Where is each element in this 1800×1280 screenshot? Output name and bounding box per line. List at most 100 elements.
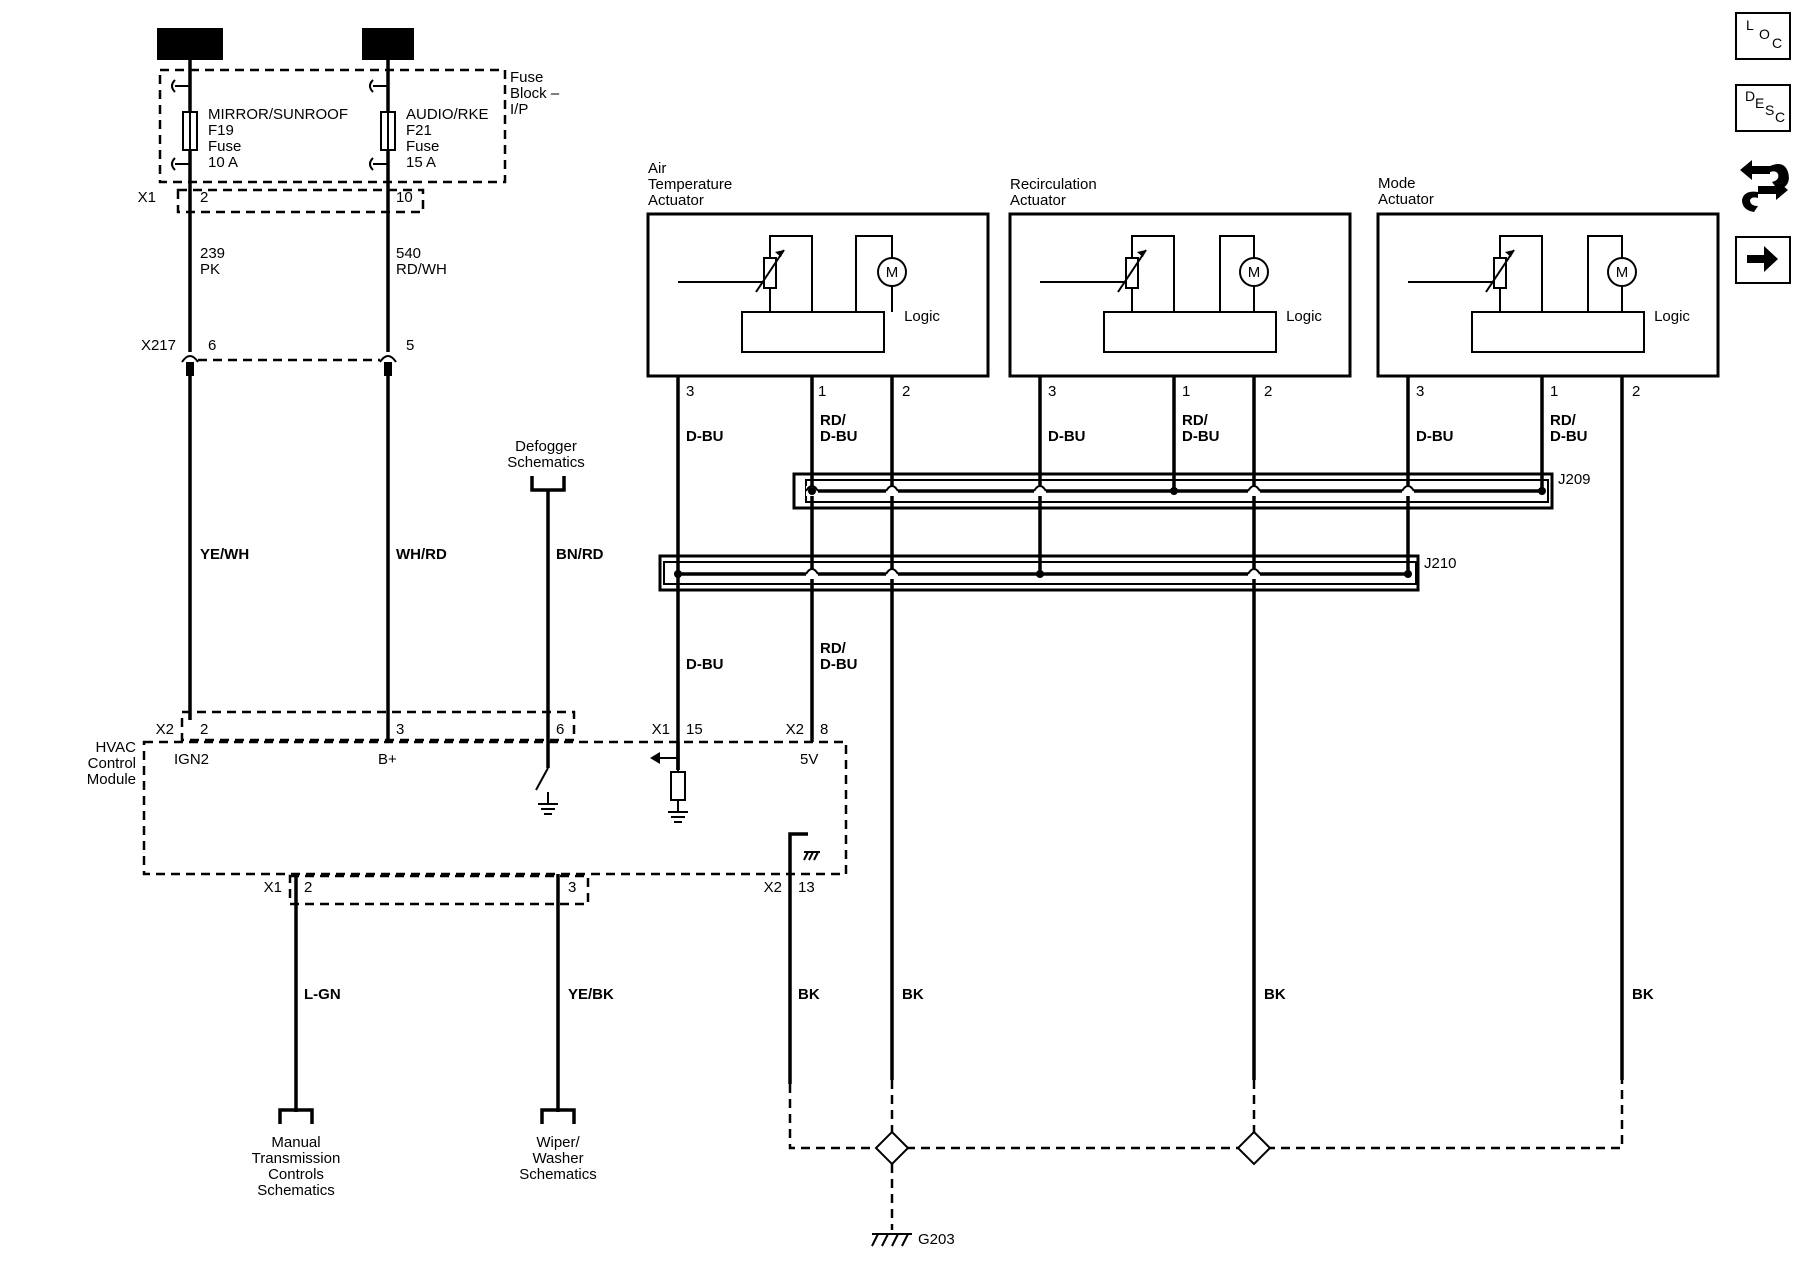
wire-label-bk-4: BK [1632,986,1654,1003]
air-temp-title-2: Temperature [648,176,732,193]
air-temp-title-3: Actuator [648,192,704,209]
manual-label-1: Manual [271,1134,320,1151]
air-temp-motor-icon [877,257,907,287]
wire-label-bk-1: BK [798,986,820,1003]
air-temp-pin-3: 3 [686,383,694,400]
desc-letter-c: C [1775,109,1786,125]
wire-label-rd-module-2: D-BU [820,656,858,673]
fuse-connector-x1: X1 [138,189,156,206]
fuse-f19-kind: Fuse [208,138,241,155]
recirc-pin-3: 3 [1048,383,1056,400]
hvac-control-module: HVAC Control Module X2 2 3 6 X1 15 X2 8 … [87,710,848,906]
air-temp-pin-2: 2 [902,383,910,400]
splice-pack-j209: J209 [792,471,1591,510]
loc-letter-l: L [1746,17,1754,33]
j210-label: J210 [1424,555,1457,572]
recirc-motor-icon [1239,257,1269,287]
description-button[interactable]: D E S C [1735,84,1791,132]
wire-label-bk-3: BK [1264,986,1286,1003]
wire-label-dbu-mode: D-BU [1416,428,1454,445]
x217-pin-5: 5 [406,337,414,354]
mode-title-1: Mode [1378,175,1416,192]
manual-transmission-connector-icon [278,1108,314,1124]
hvac-signal-ign2: IGN2 [174,751,209,768]
fuse-pin-10: 10 [396,189,413,206]
fuse-block-label-1: Fuse [510,69,543,86]
hvac-x2-top-right: X2 [786,721,804,738]
fuse-f19-rating: 10 A [208,154,238,171]
hvac-pin-defog: 6 [556,721,564,738]
signal-arrow-icon [650,752,660,764]
wiper-connector-icon [540,1108,576,1124]
loc-letter-c: C [1772,35,1783,51]
circuit-239-color: PK [200,261,220,278]
wire-label-rd-air-2: D-BU [820,428,858,445]
wire-label-dbu-module: D-BU [686,656,724,673]
mode-pin-1: 1 [1550,383,1558,400]
air-temp-logic-label: Logic [904,308,940,325]
wire-label-ye-bk: YE/BK [568,986,614,1003]
wire-label-dbu-air: D-BU [686,428,724,445]
ground-icon [538,792,558,815]
wiper-label-1: Wiper/ [536,1134,580,1151]
wire-label-rd-module-1: RD/ [820,640,847,657]
resistor-icon [670,771,686,801]
fuse-f21-kind: Fuse [406,138,439,155]
mode-title-2: Actuator [1378,191,1434,208]
loc-letter-o: O [1759,26,1770,42]
j209-label: J209 [1558,471,1591,488]
right-arrow-icon [1747,246,1778,272]
hvac-signal-batt: B+ [378,751,397,768]
desc-letter-s: S [1765,102,1775,118]
mode-actuator: Mode Actuator Logic M 3 1 2 [1376,175,1720,400]
defogger-label-1: Defogger [515,438,577,455]
ground-g203-label: G203 [918,1231,955,1248]
hvac-label-1: HVAC [95,739,136,756]
desc-letter-d: D [1745,88,1756,104]
mode-pin-2: 2 [1632,383,1640,400]
fuse-pin-2: 2 [200,189,208,206]
mode-logic-label: Logic [1654,308,1690,325]
location-button[interactable]: L O C [1735,12,1791,60]
ground-bus [788,1080,1624,1230]
mode-motor-label: M [1616,264,1629,281]
fuse-block: MIRROR/SUNROOF F19 Fuse 10 A AUDIO/RKE F… [138,60,560,214]
fuse-f21-name: AUDIO/RKE [406,106,489,123]
next-button[interactable] [1735,236,1791,284]
mode-motor-icon [1607,257,1637,287]
hvac-signal-5v: 5V [800,751,818,768]
wire-label-wh-rd: WH/RD [396,546,447,563]
splice-diamond-icon [874,1130,910,1166]
wrench-arrows-icon [1740,160,1789,212]
recirc-title-2: Actuator [1010,192,1066,209]
mode-pin-3: 3 [1416,383,1424,400]
manual-label-4: Schematics [257,1182,335,1199]
defogger-label-2: Schematics [507,454,585,471]
wire-label-l-gn: L-GN [304,986,341,1003]
recirc-motor-label: M [1248,264,1261,281]
wire-label-ye-wh: YE/WH [200,546,249,563]
hvac-pin-8: 8 [820,721,828,738]
hvac-label-3: Module [87,771,136,788]
hvac-pin-15: 15 [686,721,703,738]
air-temp-title-1: Air [648,160,666,177]
fuse-f19-id: F19 [208,122,234,139]
repair-button[interactable] [1736,156,1792,216]
splice-pack-j210: J210 [658,554,1457,592]
wire-label-rd-recirc-2: D-BU [1182,428,1220,445]
desc-letter-e: E [1755,95,1765,111]
splice-diamond-icon [1236,1130,1272,1166]
recirc-pin-1: 1 [1182,383,1190,400]
wiper-label-2: Washer [532,1150,583,1167]
fuse-f21-rating: 15 A [406,154,436,171]
hvac-pin-batt: 3 [396,721,404,738]
hvac-pin-lgn: 2 [304,879,312,896]
manual-label-2: Transmission [252,1150,341,1167]
wire-label-rd-air-1: RD/ [820,412,847,429]
ground-icon [668,811,688,823]
chassis-ground-icon [803,851,820,861]
hvac-pin-wiper: 3 [568,879,576,896]
recirc-title-1: Recirculation [1010,176,1097,193]
air-temp-motor-label: M [886,264,899,281]
wire-label-rd-mode-1: RD/ [1550,412,1577,429]
